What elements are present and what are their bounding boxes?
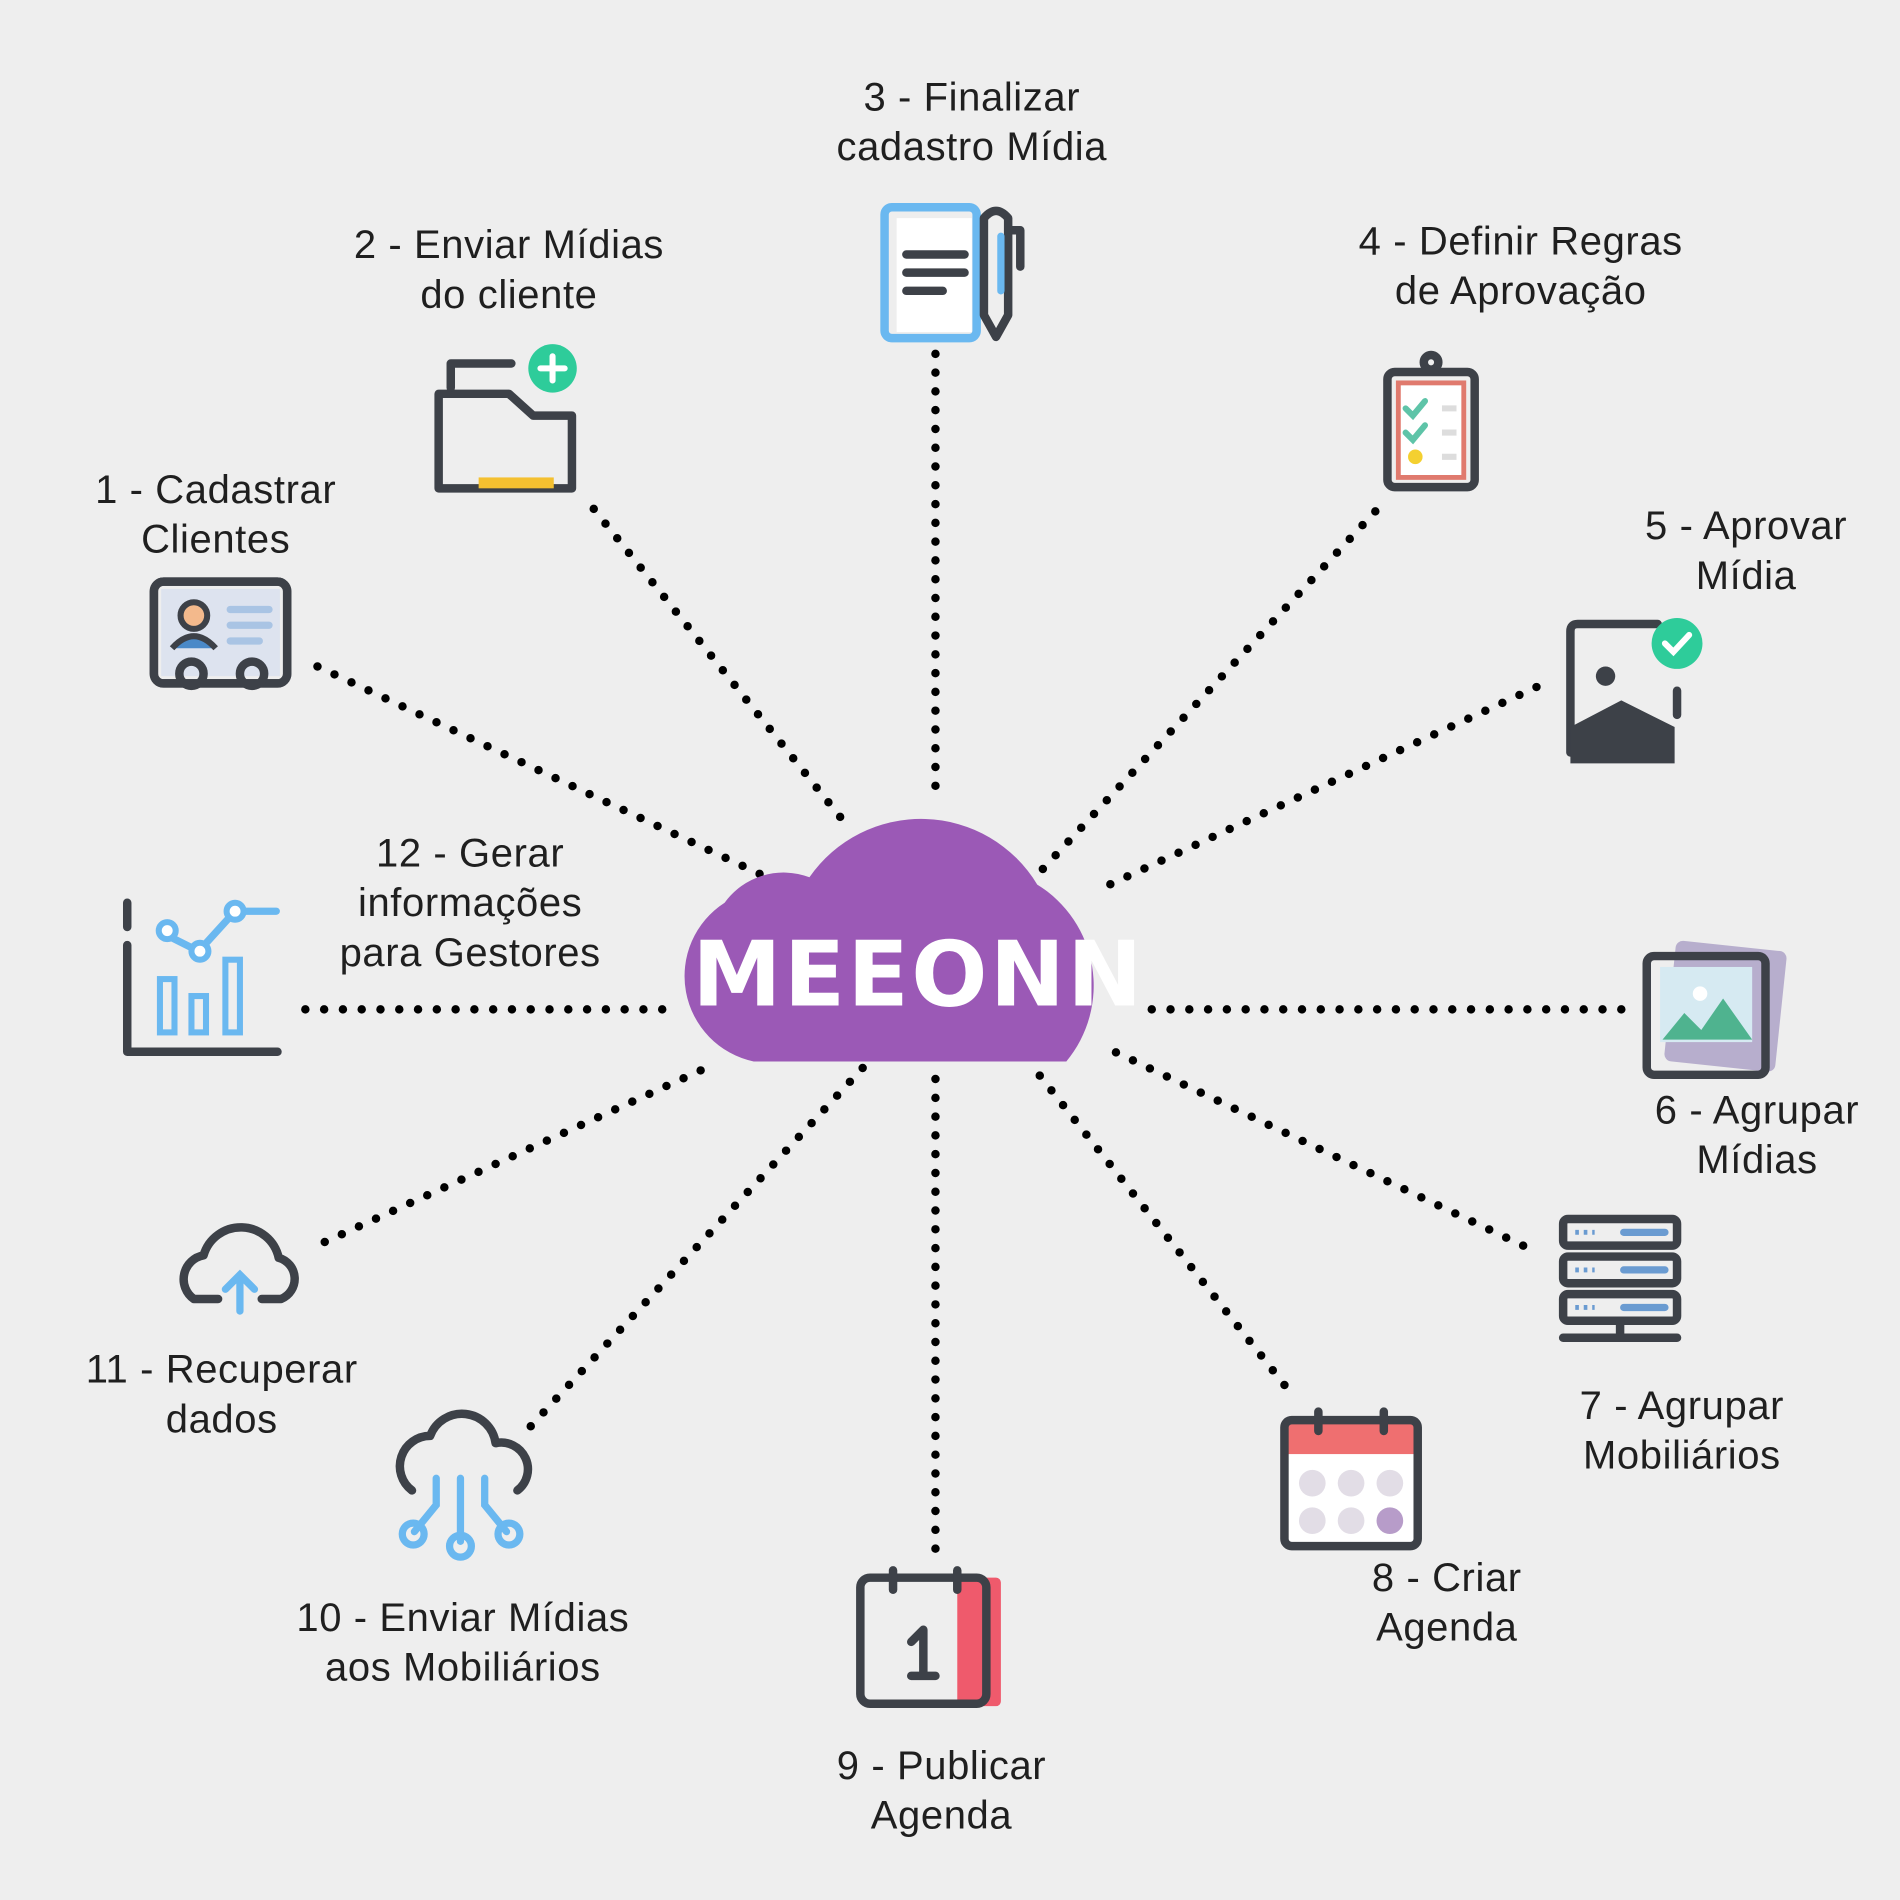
image-check-icon <box>1566 617 1703 764</box>
cloud-shape <box>684 818 1094 1062</box>
connectors <box>301 349 1626 1553</box>
connector-2 <box>589 504 851 829</box>
connector-8 <box>1028 1062 1289 1390</box>
calendar-day-icon <box>856 1566 1001 1708</box>
folder-add-icon <box>434 344 577 493</box>
cloud-network-icon <box>395 1409 533 1561</box>
connector-7 <box>1110 1047 1528 1250</box>
clipboard-checklist-icon <box>1383 350 1479 492</box>
connector-4 <box>1035 507 1380 877</box>
connector-11 <box>320 1059 720 1247</box>
image-stack-icon <box>1642 940 1787 1080</box>
meeonn-cloud: MEEONN <box>684 818 1145 1062</box>
cloud-upload-icon <box>179 1223 299 1315</box>
id-card-icon <box>149 577 292 691</box>
calendar-icon <box>1280 1407 1422 1551</box>
connector-10 <box>526 1058 872 1431</box>
logo-text: MEEONN <box>692 924 1145 1028</box>
chart-icon <box>122 898 282 1057</box>
connector-1 <box>313 662 774 883</box>
connector-5 <box>1092 682 1541 895</box>
document-pen-icon <box>880 202 1025 343</box>
server-icon <box>1558 1214 1682 1342</box>
